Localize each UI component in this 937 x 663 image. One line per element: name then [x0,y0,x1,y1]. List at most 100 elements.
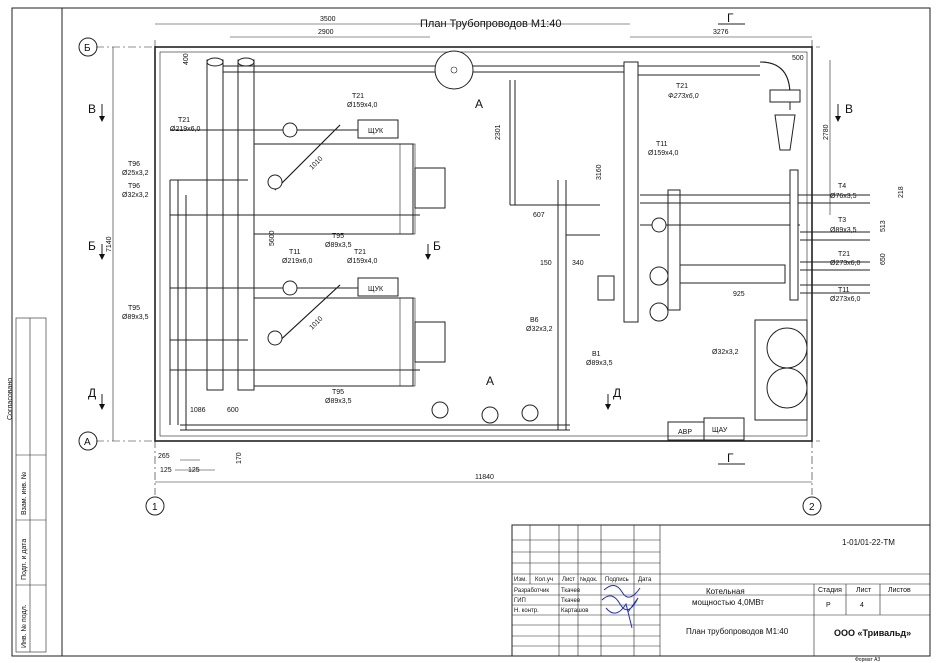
panel-shau: ЩАУ [703,417,745,441]
right-vertical-headers [623,61,681,323]
label-tank-size: Ø32х3,2 [712,349,739,356]
sheet-value: 4 [860,602,864,609]
label-b1: В1 [592,351,601,358]
col-data: Дата [638,577,652,583]
section-b-mid: Б [433,239,441,253]
section-v-left: В [88,102,96,116]
svg-text:2: 2 [809,502,815,513]
label-t21-right: Т21 [838,251,850,258]
hydraulic-separator [434,50,474,90]
dim-3160: 3160 [596,164,603,180]
label-t21-mid: Т21 [354,249,366,256]
boiler-diagonal-pipes [274,124,341,346]
section-g-bottom: Г [727,451,734,465]
axis-bubble-b: Б [78,37,98,57]
label-t95-left-size: Ø89х3,5 [122,314,149,321]
label-t96a-size: Ø25х3,2 [122,170,149,177]
dim-3276: 3276 [713,29,729,36]
dim-1010-lower: 1010 [308,315,324,331]
label-t96b: Т96 [128,183,140,190]
label-t95-left: Т95 [128,305,140,312]
label-t95-upper-size: Ø89х3,5 [325,242,352,249]
vertical-header-pipes [206,57,255,391]
svg-text:ЩУК: ЩУК [368,128,384,135]
label-t11-mid-size: Ø219х6,0 [282,258,312,265]
dim-265: 265 [158,453,170,460]
dim-150: 150 [540,260,552,267]
label-t11-right-size: Ø159х4,0 [648,150,678,157]
dimension-lines [112,23,831,483]
title-block-people: Разработчик Ткачев ГИП Ткачев Н. контр. … [514,588,588,614]
col-podpis: Подпись [605,577,629,583]
svg-text:А: А [84,437,91,448]
format-label: Формат А3 [855,657,880,663]
company-name: ООО «Тривальд» [834,628,911,638]
small-cabinet [597,275,615,301]
dim-600: 600 [227,407,239,414]
label-t3: Т3 [838,217,846,224]
control-panel-shuk-upper: ЩУК [357,119,399,139]
label-t95-lower: Т95 [332,389,344,396]
svg-text:1: 1 [152,502,158,513]
label-t11-right-low-size: Ø273х6,0 [830,296,860,303]
col-izm: Изм. [514,577,527,583]
sheets-header: Листов [888,587,911,594]
label-t21-main: Т21 [676,83,688,90]
dim-5600: 5600 [269,230,276,246]
horizontal-pipelines [170,65,760,431]
dim-650: 650 [880,253,887,265]
section-a-top: А [475,97,483,111]
side-stamp: Согласовано Взам. инв. № Подп. и дата Ин… [7,317,47,653]
pumps [267,122,669,424]
label-t21-main-size: Ф273х6,0 [668,93,699,100]
dim-400: 400 [183,53,190,65]
row-role-1: ГИП [514,598,526,604]
doc-code: 1-01/01-22-ТМ [842,538,895,547]
axis-bubble-a: А [78,431,98,451]
row-name-0: Ткачев [561,588,580,594]
label-t21-mid-size: Ø159х4,0 [347,258,377,265]
label-t95-lower-size: Ø89х3,5 [325,398,352,405]
soglasovano-label: Согласовано [7,378,14,420]
inv-label: Инв. № подл. [21,604,28,648]
row-role-2: Н. контр. [514,608,539,614]
dim-125-a: 125 [160,467,172,474]
label-t4: Т4 [838,183,846,190]
section-v-right: В [845,102,853,116]
row-name-2: Карташов [561,608,588,614]
left-vertical-small-pipes [169,180,187,430]
vzam-label: Взам. инв. № [21,472,28,515]
dim-7140: 7140 [106,236,113,252]
label-t3-size: Ø89х3,5 [830,227,857,234]
dim-607: 607 [533,212,545,219]
label-t96a: Т96 [128,161,140,168]
section-d-left: Д [88,386,96,400]
label-t21-topleft: Т21 [178,117,190,124]
right-distribution [640,169,870,301]
dim-11840: 11840 [475,474,494,481]
dim-500: 500 [792,55,804,62]
section-b-left: Б [88,239,96,253]
title-block [511,524,931,657]
label-t11-right: Т11 [656,141,668,148]
object-line-1: Котельная [706,587,745,596]
water-supply-lines [509,80,600,430]
col-ndok: №док. [580,576,598,583]
dim-340: 340 [572,260,584,267]
col-koluch: Кол.уч [535,577,553,583]
svg-text:Б: Б [84,43,91,54]
label-b6-size: Ø32х3,2 [526,326,553,333]
sheet-header: Лист [856,587,872,594]
panel-avr: АВР [667,421,705,441]
svg-text:ЩАУ: ЩАУ [712,427,728,434]
object-line-2: мощностью 4,0МВт [692,598,764,607]
dim-2301: 2301 [495,124,502,140]
axis-bubble-1: 1 [145,496,165,516]
podp-label: Подп. и дата [21,539,28,580]
label-t96b-size: Ø32х3,2 [122,192,149,199]
svg-text:АВР: АВР [678,429,692,436]
building-walls [154,46,813,442]
label-t4-size: Ø76х3,5 [830,193,857,200]
row-role-0: Разработчик [514,588,549,594]
control-panel-shuk-lower: ЩУК [357,277,399,297]
